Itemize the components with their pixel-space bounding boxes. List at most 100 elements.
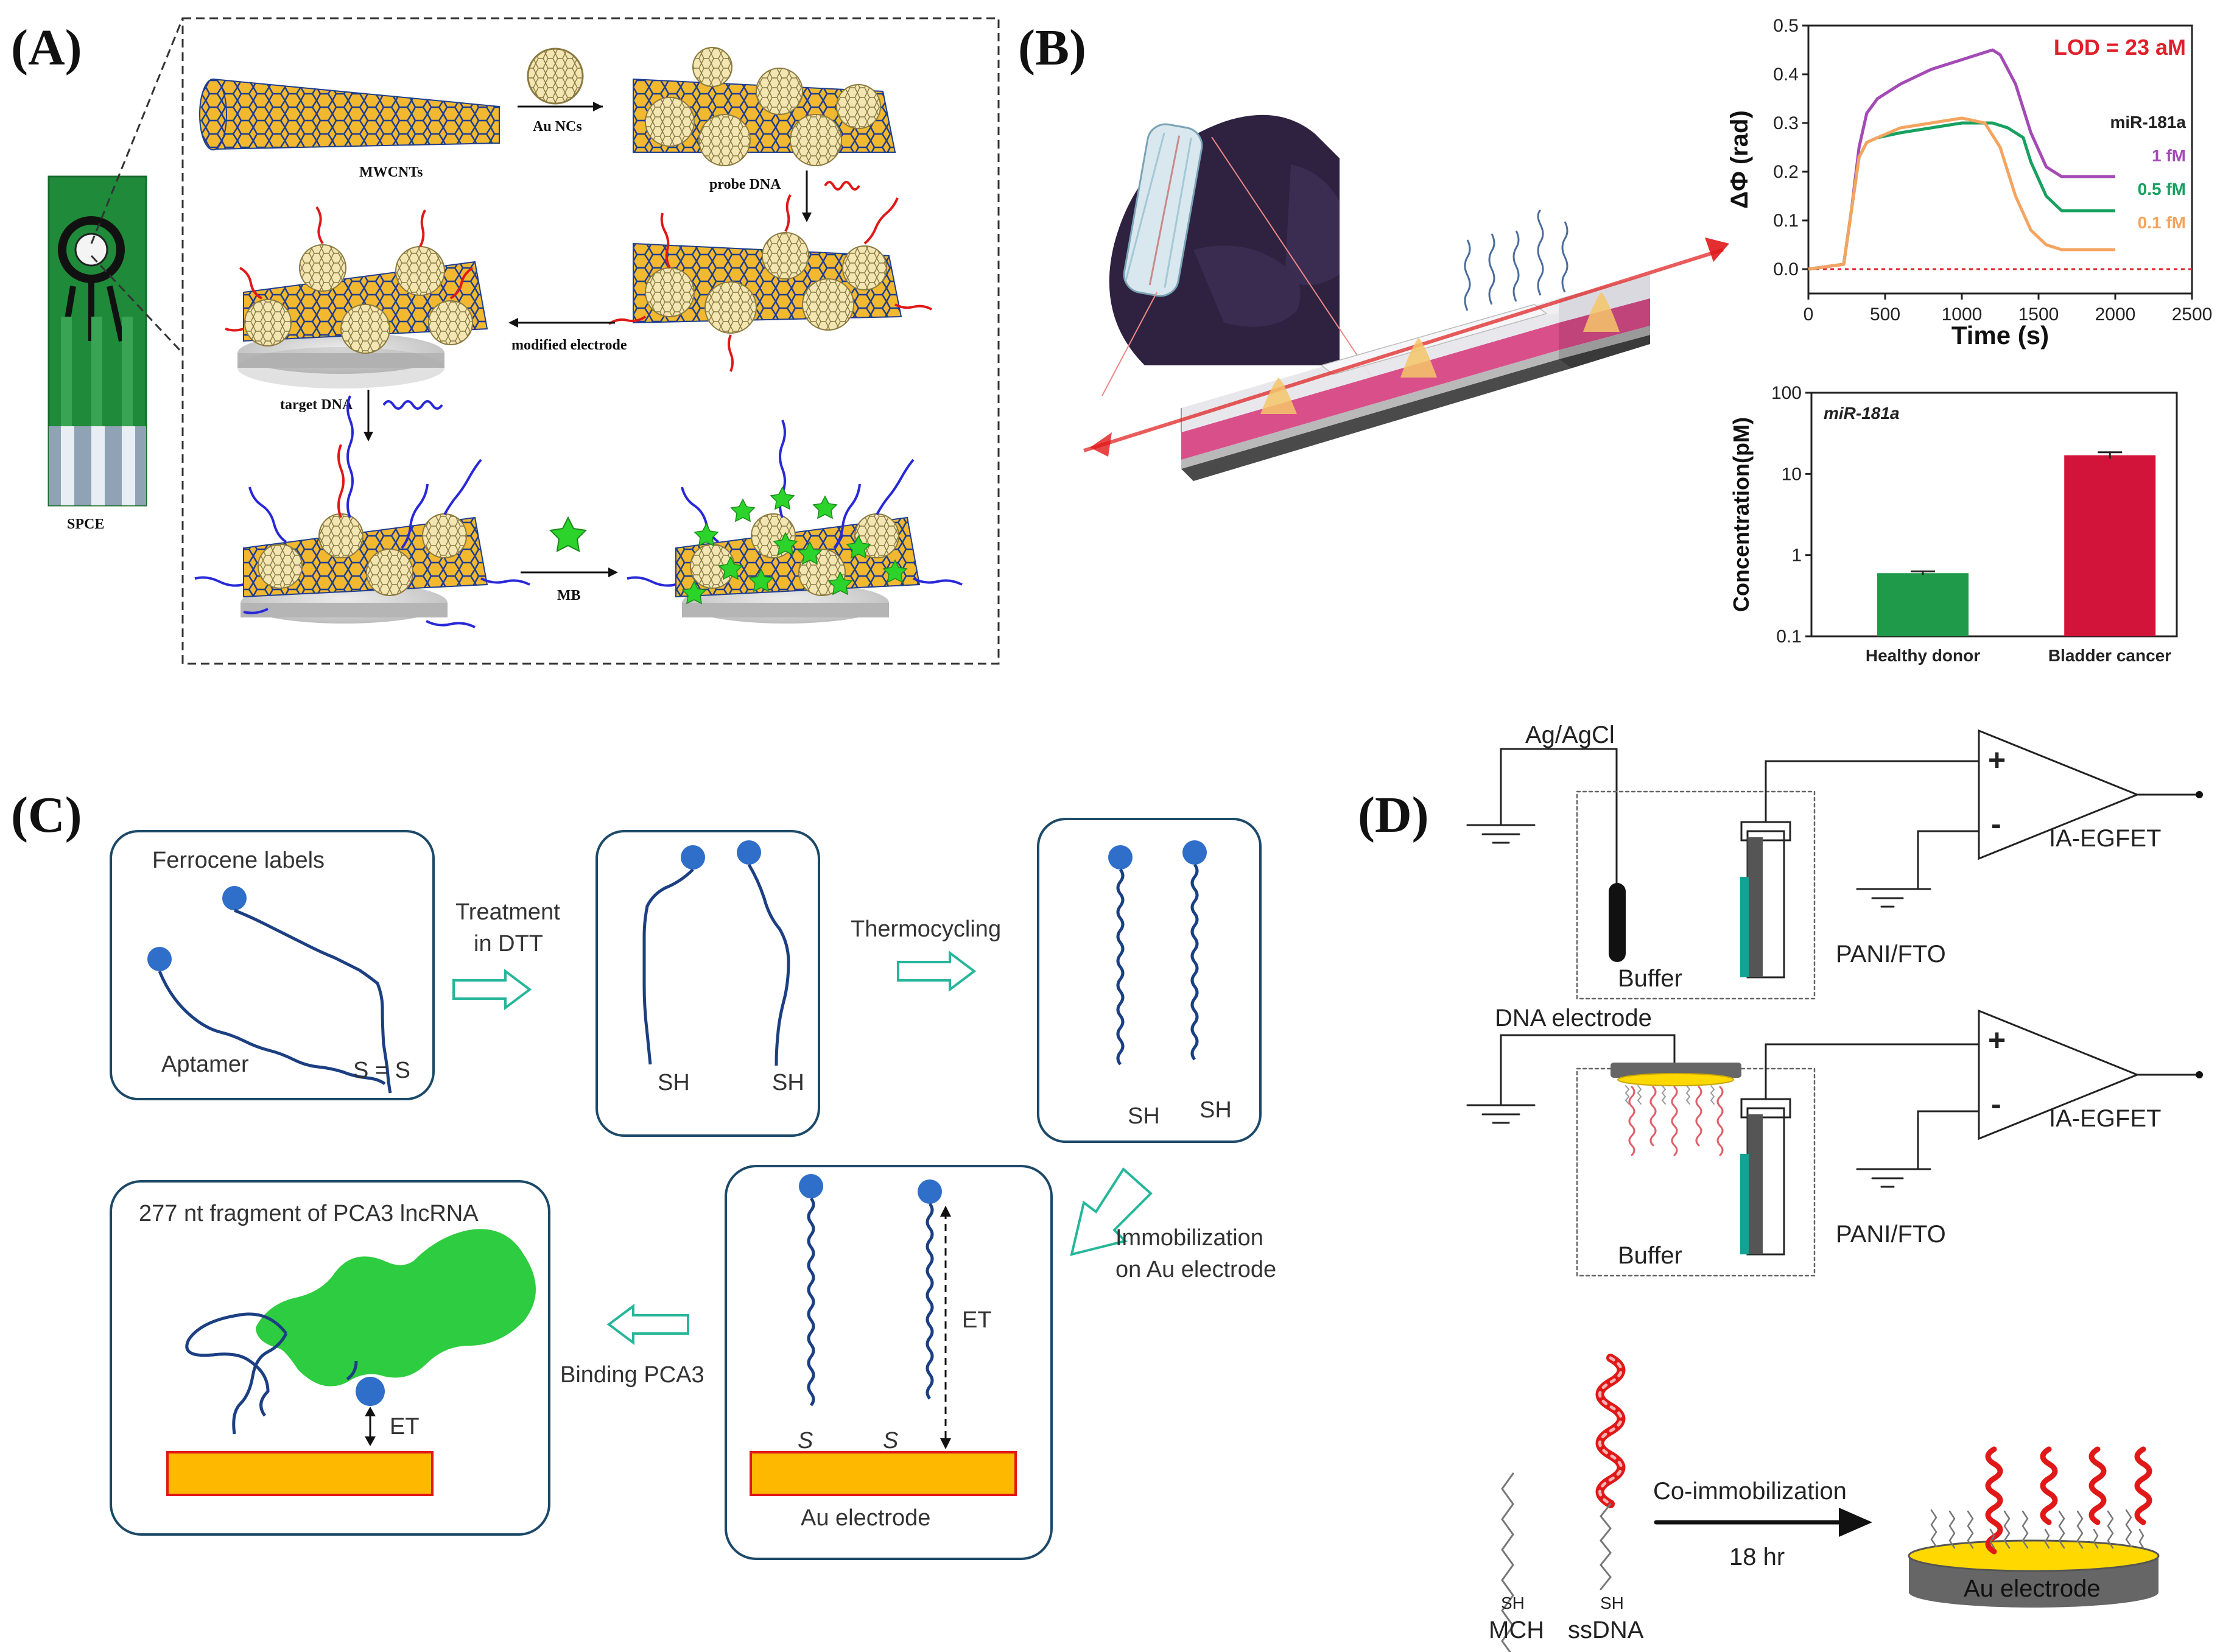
mch-molecule-icon: [1501, 1472, 1514, 1652]
panel-b-letter: (B): [1018, 19, 1086, 76]
ssdna-sh-label: SH: [1600, 1594, 1624, 1612]
laser-beam: [1083, 248, 1724, 452]
sh-label-4: SH: [1200, 1097, 1232, 1123]
immobilization-label-line1: Immobilization: [1115, 1225, 1263, 1251]
panel-a: SPCE MWCNTs Au NCs probe DNA: [47, 17, 1000, 665]
ag-agcl-label: Ag/AgCl: [1525, 722, 1615, 748]
spce-label: SPCE: [67, 516, 104, 532]
bar-chart-inner-label: miR-181a: [1824, 404, 1900, 423]
cnt-with-probes: [608, 194, 932, 372]
ferrocene-label: Ferrocene labels: [152, 848, 325, 873]
mb-star-icon: [549, 516, 588, 552]
step-box-3: [1037, 818, 1262, 1143]
legend-entry-05fm: 0.5 fM: [2138, 180, 2186, 199]
treatment-label-line2: in DTT: [474, 931, 543, 957]
aptamer-label: Aptamer: [161, 1052, 249, 1077]
spce-electrode: [47, 175, 147, 507]
treatment-label-line1: Treatment: [455, 899, 560, 925]
panel-d-letter: (D): [1358, 787, 1429, 843]
target-dna-icon: [382, 400, 443, 410]
legend-entry-01fm: 0.1 fM: [2138, 213, 2186, 232]
fragment-label: 277 nt fragment of PCA3 lncRNA: [139, 1201, 479, 1226]
et-label-2: ET: [390, 1414, 420, 1439]
dna-electrode-icon: [1611, 1063, 1741, 1156]
line-xtick-label: 2000: [2095, 304, 2136, 325]
amp2-minus: -: [1991, 1087, 2001, 1121]
line-ytick-label: 0.4: [1773, 65, 1799, 85]
step-box-4: [725, 1165, 1053, 1560]
mb-electrode: [627, 420, 963, 624]
probe-dna-label: probe DNA: [709, 177, 781, 192]
series-line-2: [1808, 116, 2115, 271]
legend-entry-1fm: 1 fM: [2152, 146, 2186, 165]
ssdna-label: ssDNA: [1568, 1617, 1644, 1643]
step-box-5: [110, 1180, 550, 1536]
hours-label: 18 hr: [1729, 1544, 1785, 1570]
buffer-label-2: Buffer: [1618, 1242, 1682, 1269]
step-box-2: [595, 830, 820, 1137]
pca3-lncrna-blob: [256, 1229, 536, 1387]
pani-fto-label-1: PANI/FTO: [1836, 941, 1946, 968]
panel-c-letter: (C): [11, 787, 82, 843]
lod-label: LOD = 23 aM: [2054, 35, 2186, 60]
amp2-plus: +: [1988, 1023, 2006, 1057]
amp1-minus: -: [1991, 807, 2001, 841]
reference-electrode-icon: [1609, 883, 1626, 962]
bar-category-cancer: Bladder cancer: [2048, 646, 2171, 665]
mch-sh-label: SH: [1501, 1594, 1525, 1612]
pani-fto-label-2: PANI/FTO: [1836, 1221, 1946, 1248]
ia-egfet-label-1: IA-EGFET: [2049, 825, 2161, 852]
sh-label-1: SH: [658, 1070, 690, 1095]
line-xtick-label: 1500: [2018, 304, 2059, 325]
line-ytick-label: 0.5: [1773, 16, 1799, 36]
et-label-1: ET: [962, 1307, 992, 1333]
bar-ytick-label: 10: [1782, 464, 1802, 484]
bar-category-healthy: Healthy donor: [1866, 646, 1980, 665]
step-box-1: [110, 830, 435, 1100]
bar-0: [1877, 573, 1969, 636]
amp1-plus: +: [1988, 743, 2006, 777]
thermocycling-label: Thermocycling: [851, 916, 1001, 942]
modified-electrode-label: modified electrode: [511, 337, 627, 353]
probe-dna-icon: [824, 181, 860, 191]
immobilization-label-line2: on Au electrode: [1115, 1257, 1276, 1282]
scheme-box: [181, 17, 1000, 665]
bar-ytick-label: 1: [1791, 546, 1802, 566]
bar-ytick-label: 100: [1771, 383, 1802, 403]
panel-d: Ag/AgCl Buffer PANI/FTO + - IA-EGFET DNA…: [1466, 722, 2203, 1652]
hand-photo: [1066, 104, 1340, 365]
bar-chart: 100 10 1 0.1 miR-181a Concentration(pM) Hea…: [1729, 383, 2178, 665]
bar-ytick-label: 0.1: [1776, 627, 1802, 647]
sh-label-3: SH: [1128, 1103, 1160, 1129]
cnt-with-au: [633, 47, 896, 166]
mwcnt-tube: [199, 78, 500, 150]
modified-electrode: [225, 206, 488, 388]
legend-title: miR-181a: [2110, 113, 2186, 132]
panel-a-letter: (A): [11, 19, 82, 76]
line-ytick-label: 0.0: [1773, 259, 1799, 279]
line-xtick-label: 2500: [2172, 304, 2213, 325]
bar-1: [2064, 455, 2156, 636]
au-electrode-label-1: Au electrode: [801, 1505, 930, 1531]
ssdna-molecule-icon: [1595, 1354, 1626, 1590]
mb-label: MB: [557, 588, 581, 603]
ia-egfet-label-2: IA-EGFET: [2049, 1105, 2161, 1132]
line-ytick-label: 0.3: [1773, 113, 1799, 133]
au-ncs-label: Au NCs: [533, 119, 582, 135]
au-electrode-bar-2: [166, 1451, 434, 1496]
amplifier-icon-1: [1978, 729, 2140, 860]
binding-label: Binding PCA3: [560, 1362, 704, 1388]
bar-chart-ylabel: Concentration(pM): [1729, 417, 1754, 612]
au-electrode-bar-1: [750, 1451, 1017, 1496]
au-electrode-label-d: Au electrode: [1964, 1575, 2101, 1602]
au-nc-icon: [527, 47, 584, 105]
line-xtick-label: 500: [1870, 304, 1900, 325]
s-label-1: S: [798, 1428, 813, 1453]
panel-c: Ferrocene labels Aptamer S = S Treatment…: [110, 818, 1276, 1560]
buffer-label-1: Buffer: [1618, 965, 1682, 992]
bar-chart-frame: [1810, 392, 2178, 638]
disulfide-label: S = S: [353, 1058, 410, 1083]
line-ytick-label: 0.2: [1773, 162, 1799, 182]
series-line-0: [1808, 48, 2115, 271]
